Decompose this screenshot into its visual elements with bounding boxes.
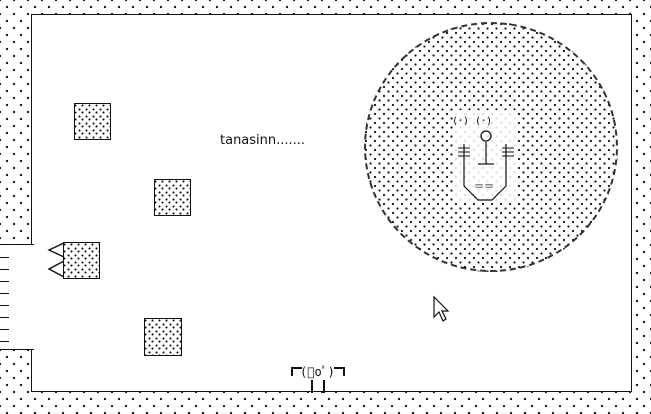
player-face: (ﾟoﾟ) [300, 365, 335, 379]
left-opening-tick [0, 293, 9, 294]
left-opening-tick [0, 341, 9, 342]
left-opening-tick [0, 317, 9, 318]
game-caption: tanasinn....... [220, 133, 306, 148]
left-opening [0, 244, 34, 350]
enemy-face: (･) (･) ＝＝ [452, 110, 518, 202]
dotted-block [144, 318, 182, 356]
spike-icon [47, 242, 65, 278]
left-opening-tick [0, 257, 9, 258]
spiked-block [63, 242, 100, 279]
enemy-mouth: ＝＝ [474, 182, 494, 193]
enemy-eyes: (･) (･) [452, 116, 492, 127]
dotted-block [74, 103, 111, 140]
player-sprite: (ﾟoﾟ) [291, 365, 345, 393]
left-opening-tick [0, 305, 9, 306]
player-character[interactable]: (ﾟoﾟ) [290, 360, 346, 394]
enemy-face-circle: (･) (･) ＝＝ [364, 22, 618, 272]
enemy-nose [480, 130, 492, 142]
cursor-arrow-icon [433, 295, 450, 322]
dotted-block [154, 179, 191, 216]
left-opening-tick [0, 281, 9, 282]
left-opening-tick [0, 329, 9, 330]
left-opening-tick [0, 269, 9, 270]
